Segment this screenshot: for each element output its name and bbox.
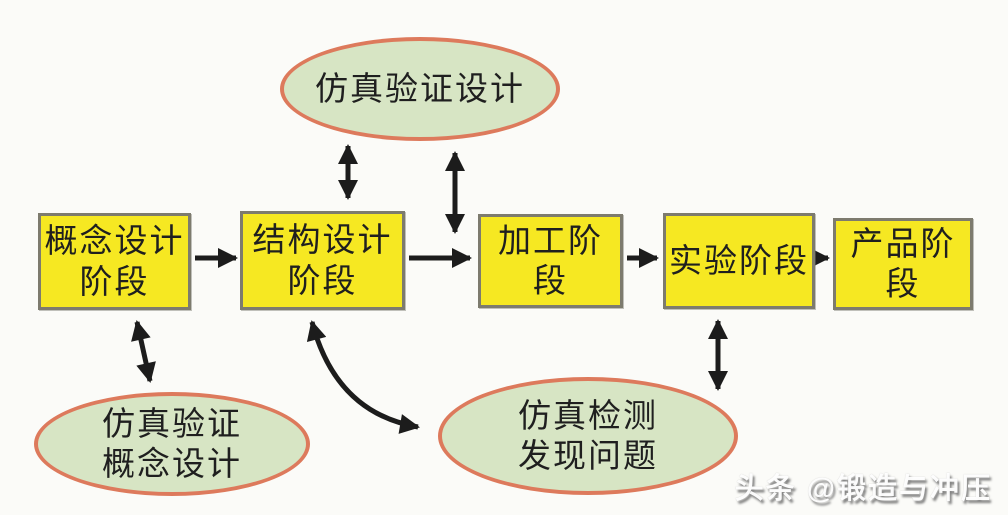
node-label: 实验阶段 xyxy=(669,241,809,279)
node-label: 加工阶段 xyxy=(498,221,603,299)
node-label: 概念设计 阶段 xyxy=(44,222,185,300)
node-structure-design-stage: 结构设计 阶段 xyxy=(240,211,405,310)
node-simulation-verify-design: 仿真验证设计 xyxy=(280,37,560,141)
node-concept-design-stage: 概念设计 阶段 xyxy=(38,213,191,310)
arrow-concept-simconcept xyxy=(131,320,156,383)
watermark-toutiao: 头条 @锻造与冲压 xyxy=(734,473,992,505)
node-label: 仿真验证设计 xyxy=(315,69,525,107)
node-label: 产品阶段 xyxy=(850,224,956,302)
node-product-stage: 产品阶段 xyxy=(833,218,973,310)
node-experiment-stage: 实验阶段 xyxy=(663,213,815,309)
node-simulation-detect-problems: 仿真检测 发现问题 xyxy=(438,377,738,495)
arrow-structure-simdetect-curve xyxy=(306,320,420,434)
node-label: 仿真验证 概念设计 xyxy=(102,404,242,482)
node-processing-stage: 加工阶段 xyxy=(478,214,623,308)
node-label: 结构设计 阶段 xyxy=(252,221,393,299)
node-label: 仿真检测 发现问题 xyxy=(518,396,658,474)
node-simulation-verify-concept: 仿真验证 概念设计 xyxy=(34,392,310,496)
